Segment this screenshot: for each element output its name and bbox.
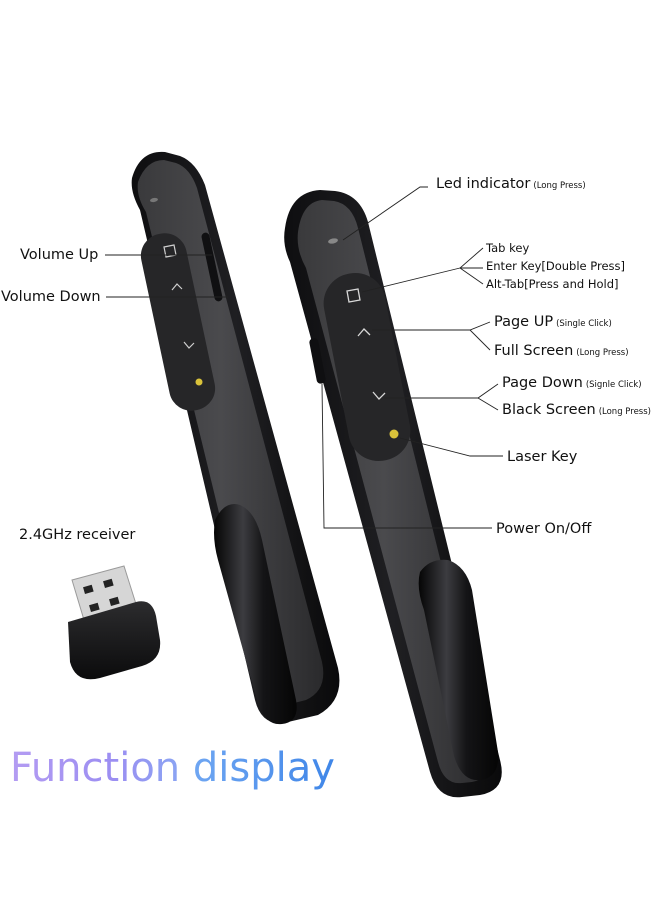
label-power-text: Power On/Off xyxy=(496,521,592,537)
title-word-1: Function xyxy=(10,745,181,791)
line-led xyxy=(342,186,428,241)
label-page-up-text: Page UP xyxy=(494,314,554,330)
label-power: Power On/Off xyxy=(496,520,591,538)
presenter-left-side-volume xyxy=(201,232,223,302)
presenter-left-up-glyph xyxy=(171,283,183,291)
label-full-screen-text: Full Screen xyxy=(494,343,574,359)
presenter-left-laser-glyph xyxy=(195,378,203,386)
label-receiver-text: 2.4GHz receiver xyxy=(19,527,136,543)
label-led-indicator: Led indicator(Long Press) xyxy=(436,175,586,195)
label-tab-key: Tab key xyxy=(486,241,529,255)
usb-receiver-pin xyxy=(89,602,100,612)
presenter-right-gloss-end xyxy=(418,559,499,781)
label-alt-tab-text: Alt-Tab[Press and Hold] xyxy=(486,277,619,291)
label-receiver: 2.4GHz receiver xyxy=(19,526,135,544)
usb-receiver-body xyxy=(68,601,161,680)
line-tab-group xyxy=(361,267,461,293)
label-full-screen: Full Screen(Long Press) xyxy=(494,342,629,362)
label-page-down: Page Down(Signle Click) xyxy=(502,374,642,394)
label-page-up-note: (Single Click) xyxy=(556,319,612,329)
label-tab-key-text: Tab key xyxy=(486,241,530,255)
presenter-left-button-pad xyxy=(140,233,216,411)
presenter-right-button-pad xyxy=(323,273,411,461)
label-enter-key: Enter Key[Double Press] xyxy=(486,259,625,273)
label-laser-key: Laser Key xyxy=(507,448,577,466)
line-power xyxy=(321,383,492,529)
label-volume-down: Volume Down xyxy=(1,288,101,306)
label-volume-up-text: Volume Up xyxy=(20,247,99,263)
presenter-left-down-glyph xyxy=(183,341,195,349)
usb-receiver-pin xyxy=(103,578,114,588)
label-full-screen-note: (Long Press) xyxy=(576,348,629,358)
presenter-right-power-switch xyxy=(309,338,326,384)
presenter-right-laser-glyph xyxy=(389,429,399,439)
label-enter-key-text: Enter Key[Double Press] xyxy=(486,259,626,273)
presenter-right-down-glyph xyxy=(372,391,386,400)
presenter-left xyxy=(131,151,340,725)
label-alt-tab: Alt-Tab[Press and Hold] xyxy=(486,277,619,291)
presenter-right-up-glyph xyxy=(357,328,371,337)
label-laser-key-text: Laser Key xyxy=(507,449,578,465)
label-led-indicator-note: (Long Press) xyxy=(533,181,586,191)
label-page-down-note: (Signle Click) xyxy=(585,380,642,390)
usb-receiver-pin xyxy=(83,584,94,594)
presenter-left-gloss-end xyxy=(214,504,297,725)
presenter-left-led xyxy=(150,197,158,203)
label-volume-up: Volume Up xyxy=(20,246,98,264)
page-title: Function display xyxy=(10,742,335,794)
label-black-screen-text: Black Screen xyxy=(502,402,596,418)
label-volume-down-text: Volume Down xyxy=(1,289,101,305)
usb-receiver xyxy=(68,565,161,680)
line-laser xyxy=(399,437,503,457)
usb-receiver-pin xyxy=(109,596,120,606)
title-word-2: display xyxy=(192,745,335,791)
line-tab-fork xyxy=(458,247,484,269)
line-black xyxy=(477,397,499,411)
label-black-screen-note: (Long Press) xyxy=(598,407,651,417)
presenter-right xyxy=(284,190,502,798)
label-led-indicator-text: Led indicator xyxy=(436,176,531,192)
label-black-screen: Black Screen(Long Press) xyxy=(502,401,651,421)
label-page-up: Page UP(Single Click) xyxy=(494,313,612,333)
presenter-right-led xyxy=(328,238,338,244)
callout-lines xyxy=(105,186,503,529)
line-alt-fork xyxy=(459,267,484,285)
line-full xyxy=(469,329,491,351)
label-page-down-text: Page Down xyxy=(502,375,583,391)
presenter-right-square-glyph xyxy=(346,288,361,303)
